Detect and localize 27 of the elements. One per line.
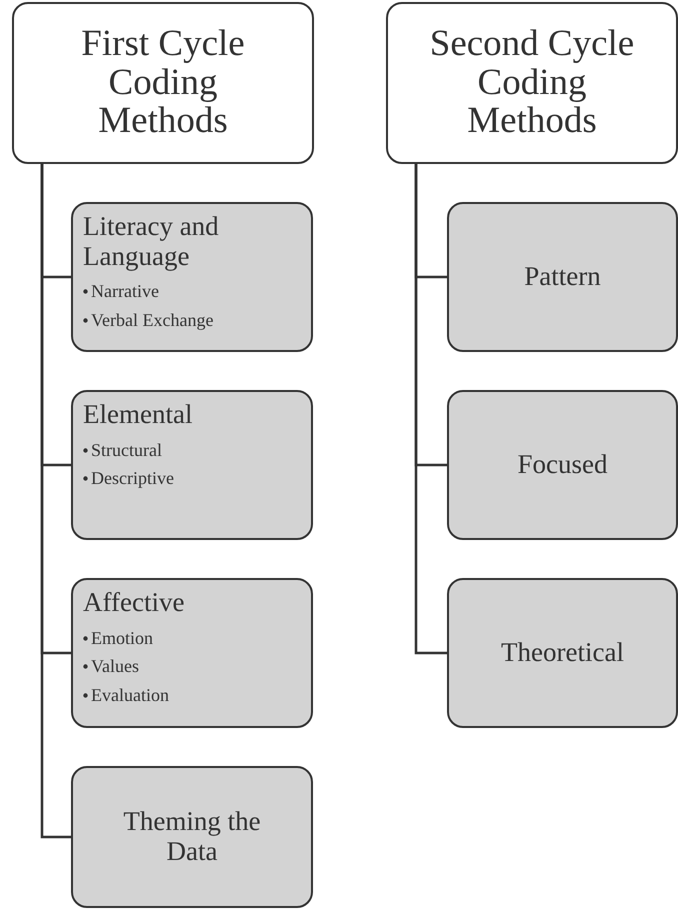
list-item: Emotion (91, 626, 153, 650)
category-box (447, 390, 678, 540)
category-box (447, 202, 678, 352)
header-box (12, 2, 314, 164)
list-item: Structural (91, 438, 162, 462)
connector-line (40, 164, 71, 838)
header-title: First Cycle Coding Methods (80, 24, 246, 142)
category-box (71, 390, 313, 540)
category-title: Affective (83, 588, 186, 618)
category-title: Focused (518, 450, 608, 480)
header-title: Second Cycle Coding Methods (428, 24, 636, 142)
category-title: Theming the Data (122, 807, 262, 867)
connector-line (414, 164, 447, 654)
category-title: Elemental (83, 400, 194, 430)
list-item: Values (91, 655, 139, 678)
list-item: Verbal Exchange (91, 309, 214, 332)
list-item: Descriptive (91, 467, 174, 490)
category-title: Theoretical (501, 638, 624, 668)
category-title: Literacy and Language (83, 212, 220, 272)
category-box (447, 578, 678, 728)
list-item: Narrative (91, 280, 159, 304)
category-box (71, 202, 313, 352)
category-box (71, 578, 313, 728)
category-box (71, 766, 313, 908)
list-item: Evaluation (91, 684, 169, 708)
header-box (386, 2, 678, 164)
category-title: Pattern (524, 262, 601, 292)
